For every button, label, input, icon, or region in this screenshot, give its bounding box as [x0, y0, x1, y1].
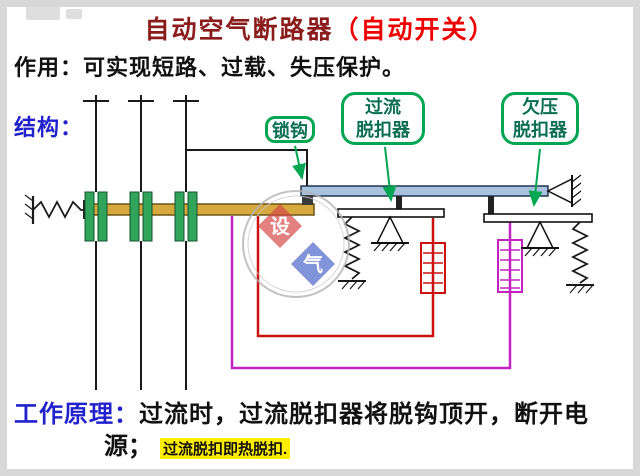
function-text: 可实现短路、过载、失压保护。 [83, 55, 406, 80]
page-title: 自动空气断路器（自动开关） [0, 10, 640, 46]
principle-text-line1: 过流时，过流脱扣器将脱钩顶开，断开电 [139, 401, 589, 428]
principle-row-2: 源； 过流脱扣即热脱扣. [104, 426, 291, 461]
principle-note-highlight: 过流脱扣即热脱扣. [160, 438, 291, 459]
label-overcurrent-line2: 脱扣器 [356, 119, 410, 140]
scan-artifact [66, 9, 82, 19]
watermark: 设 气 [242, 190, 350, 298]
structure-label: 结构： [14, 115, 84, 140]
title-main: 自动空气断路器 [144, 17, 334, 44]
function-label: 作用： [14, 55, 84, 80]
fulcrum [521, 220, 559, 257]
left-spring [24, 194, 86, 224]
label-undervoltage-release: 欠压 脱扣器 [501, 92, 579, 145]
watermark-blue-diamond [291, 242, 335, 286]
label-undervoltage-line1: 欠压 [522, 97, 558, 117]
main-contacts [84, 191, 198, 242]
undervoltage-coil [497, 239, 523, 293]
label-lock-hook: 锁钩 [265, 116, 315, 143]
principle-label: 工作原理： [14, 401, 139, 428]
right-pivot [546, 174, 582, 207]
overcurrent-coil [420, 242, 446, 294]
return-spring [338, 216, 366, 290]
watermark-char-top: 设 [270, 215, 290, 238]
label-overcurrent-line1: 过流 [365, 97, 401, 117]
title-paren: （自动开关） [333, 17, 496, 44]
return-spring [566, 221, 594, 294]
striker [396, 196, 402, 210]
lock-hook [302, 195, 313, 205]
fulcrum [371, 215, 409, 252]
label-arrows [292, 145, 543, 207]
armature-plate [483, 213, 593, 223]
undervoltage-wire [230, 216, 512, 370]
label-undervoltage-line2: 脱扣器 [513, 119, 567, 140]
watermark-red-diamond [258, 204, 302, 248]
principle-text-line2: 源； [104, 433, 152, 460]
overcurrent-release [337, 196, 446, 294]
function-row: 作用：可实现短路、过载、失压保护。 [14, 50, 405, 82]
undervoltage-release [483, 196, 594, 294]
scan-artifact [26, 6, 60, 20]
phase-lines [83, 95, 308, 390]
principle-row: 工作原理：过流时，过流脱扣器将脱钩顶开，断开电 [14, 394, 589, 429]
lever-bar [300, 185, 549, 197]
striker [488, 196, 494, 214]
overcurrent-wire [256, 216, 435, 338]
watermark-char-bottom: 气 [302, 252, 323, 276]
armature-plate [337, 208, 445, 218]
label-overcurrent-release: 过流 脱扣器 [341, 92, 425, 145]
